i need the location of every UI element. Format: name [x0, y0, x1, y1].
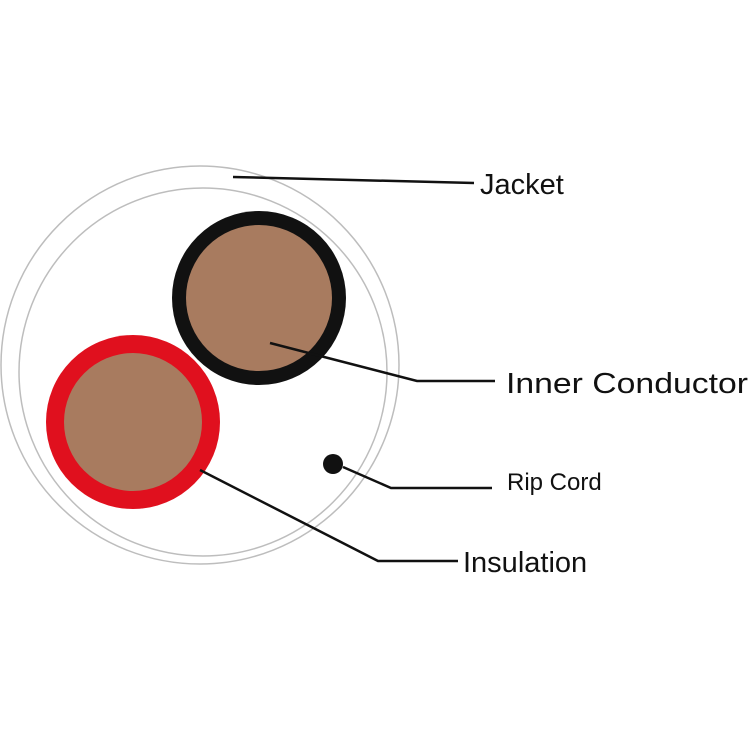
jacket-label: Jacket: [480, 169, 564, 201]
rip-cord-leader-line: [342, 465, 492, 490]
rip-cord-label: Rip Cord: [507, 469, 602, 496]
inner-conductor-leader-line: [269, 341, 495, 383]
insulation-leader-line: [199, 468, 458, 563]
insulation-label: Insulation: [463, 547, 587, 579]
jacket-leader-line: [232, 175, 475, 185]
inner-conductor-copper-top: [186, 225, 332, 371]
inner-conductor-copper-bottom: [64, 353, 202, 491]
rip-cord-dot: [323, 454, 343, 474]
inner-conductor-label: Inner Conductor: [506, 368, 748, 400]
